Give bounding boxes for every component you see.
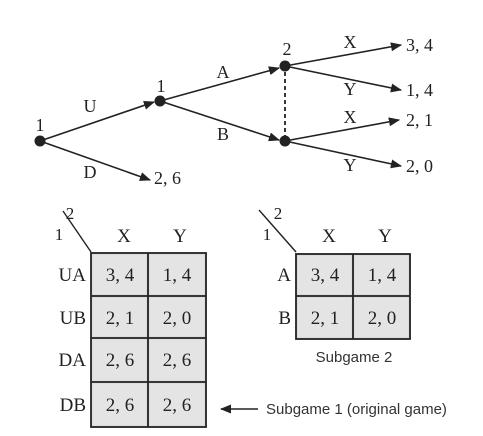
payoff-ay: 1, 4 — [406, 80, 433, 100]
move-label-x-top: X — [344, 32, 357, 52]
table1-row-player-label: 1 — [55, 225, 64, 244]
table1-value-da-x: 2, 6 — [106, 350, 135, 371]
table1-cell-da-x — [91, 338, 148, 382]
root-node — [34, 135, 46, 147]
table1-cell-ua-x — [91, 253, 148, 296]
move-label-d: D — [84, 162, 97, 182]
table1-cell-ub-x — [91, 296, 148, 338]
player2-node-after-a — [279, 60, 291, 72]
table1-value-da-y: 2, 6 — [163, 350, 192, 371]
payoff-table-subgame-2: 2 1 X Y A B 3, 4 1, 4 2, 1 2, 0 Subgame … — [258, 204, 411, 366]
table1-value-ub-y: 2, 0 — [163, 308, 192, 329]
table1-cell-db-y — [148, 382, 206, 427]
player2-label: 2 — [283, 39, 292, 59]
player2-node-after-b — [279, 135, 291, 147]
table1-cell-da-y — [148, 338, 206, 382]
edge-b-x — [284, 117, 401, 142]
table2-corner-diagonal — [258, 209, 297, 253]
table1-caption: Subgame 1 (original game) — [266, 401, 447, 418]
table1-row-label-ub: UB — [60, 308, 86, 329]
payoff-table-subgame-1: 2 1 X Y UA UB DA DB 3, 4 1, 4 2, 1 2, 0 … — [55, 204, 447, 428]
table2-cell-a-x — [296, 254, 353, 296]
table2-row-player-label: 1 — [263, 225, 272, 244]
table2-cell-b-y — [353, 296, 410, 339]
table1-corner-diagonal — [62, 210, 92, 253]
edge-b — [159, 100, 281, 142]
table1-value-ub-x: 2, 1 — [106, 308, 135, 329]
table1-value-db-y: 2, 6 — [163, 395, 192, 416]
table2-column-header-y: Y — [378, 226, 392, 247]
payoff-by: 2, 0 — [406, 156, 433, 176]
table2-caption: Subgame 2 — [316, 349, 393, 366]
table2-column-header-x: X — [322, 226, 336, 247]
table1-value-db-x: 2, 6 — [106, 395, 135, 416]
edge-d — [39, 140, 152, 181]
table1-column-header-y: Y — [173, 226, 187, 247]
table1-row-label-ua: UA — [59, 265, 87, 286]
table2-value-b-y: 2, 0 — [368, 308, 397, 329]
edge-b-y — [284, 140, 403, 169]
table1-value-ua-x: 3, 4 — [106, 265, 135, 286]
table2-value-a-x: 3, 4 — [311, 265, 340, 286]
move-label-y-top: Y — [344, 79, 357, 99]
table2-cell-a-y — [353, 254, 410, 296]
table1-cell-ua-y — [148, 253, 206, 296]
move-label-a: A — [217, 62, 230, 82]
payoff-d: 2, 6 — [154, 168, 181, 188]
move-label-y-bottom: Y — [344, 155, 357, 175]
table1-column-header-x: X — [117, 226, 131, 247]
edge-u — [39, 101, 156, 142]
payoff-ax: 3, 4 — [406, 35, 433, 55]
move-label-u: U — [84, 96, 97, 116]
game-tree: 1 1 2 U D A B X Y X Y 2, 6 3, 4 1, 4 2, … — [34, 32, 433, 188]
table2-row-label-a: A — [277, 265, 291, 286]
table1-cell-db-x — [91, 382, 148, 427]
root-player-label: 1 — [36, 115, 45, 135]
table1-column-player-label: 2 — [66, 204, 75, 223]
table2-cell-b-x — [296, 296, 353, 339]
payoff-bx: 2, 1 — [406, 110, 433, 130]
edge-a-x — [284, 42, 403, 67]
table2-value-b-x: 2, 1 — [311, 308, 340, 329]
second-node-player-label: 1 — [157, 76, 166, 96]
table1-cell-ub-y — [148, 296, 206, 338]
table2-column-player-label: 2 — [274, 204, 283, 223]
player1-second-node — [154, 95, 166, 107]
edge-a-y — [284, 65, 403, 93]
table1-row-label-db: DB — [60, 395, 86, 416]
table2-value-a-y: 1, 4 — [368, 265, 397, 286]
move-label-b: B — [217, 124, 229, 144]
table1-value-ua-y: 1, 4 — [163, 265, 192, 286]
move-label-x-bottom: X — [344, 107, 357, 127]
table2-row-label-b: B — [278, 308, 291, 329]
table1-row-label-da: DA — [59, 350, 87, 371]
edge-a — [159, 66, 281, 102]
